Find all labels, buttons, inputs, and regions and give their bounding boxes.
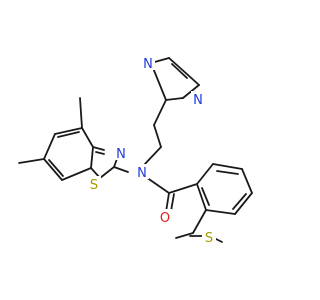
bond — [99, 166, 115, 179]
bond — [232, 193, 247, 210]
bond — [201, 187, 210, 206]
bond — [187, 74, 200, 86]
bond — [175, 232, 194, 239]
bond — [234, 192, 253, 215]
bond — [216, 170, 239, 175]
bond — [81, 127, 94, 148]
bond — [165, 97, 184, 101]
bond — [165, 192, 170, 213]
bond — [95, 151, 105, 155]
bond — [170, 193, 175, 212]
bond — [92, 146, 105, 151]
atom-n: N — [143, 57, 153, 72]
bond — [61, 167, 92, 181]
bonds — [18, 57, 253, 243]
atom-labels: N N N N S O S — [87, 55, 216, 246]
bond — [48, 159, 64, 177]
atom-s-thiazole: S — [90, 178, 98, 193]
bond — [79, 97, 83, 129]
bond — [142, 146, 162, 167]
bond — [18, 158, 45, 164]
atom-n-2: N — [193, 93, 203, 108]
atom-n-thiazole: N — [116, 147, 126, 162]
bond — [212, 163, 243, 170]
bond — [54, 127, 83, 135]
bond — [57, 131, 80, 138]
bond — [43, 133, 56, 160]
bond — [43, 158, 63, 181]
bond — [90, 146, 94, 169]
bond — [168, 183, 198, 194]
bond — [192, 209, 207, 234]
bond — [171, 63, 188, 79]
bond — [113, 166, 129, 173]
bond — [196, 183, 207, 211]
bond — [153, 99, 167, 126]
bond — [168, 57, 189, 76]
atom-n-amide: N — [137, 166, 147, 181]
bond — [241, 168, 253, 194]
atom-s-thioether: S — [205, 231, 213, 246]
bond — [205, 209, 236, 215]
bond — [153, 124, 162, 148]
atom-o: O — [160, 211, 170, 226]
chemical-structure: N N N N S O S — [18, 55, 253, 246]
bond — [196, 163, 214, 185]
